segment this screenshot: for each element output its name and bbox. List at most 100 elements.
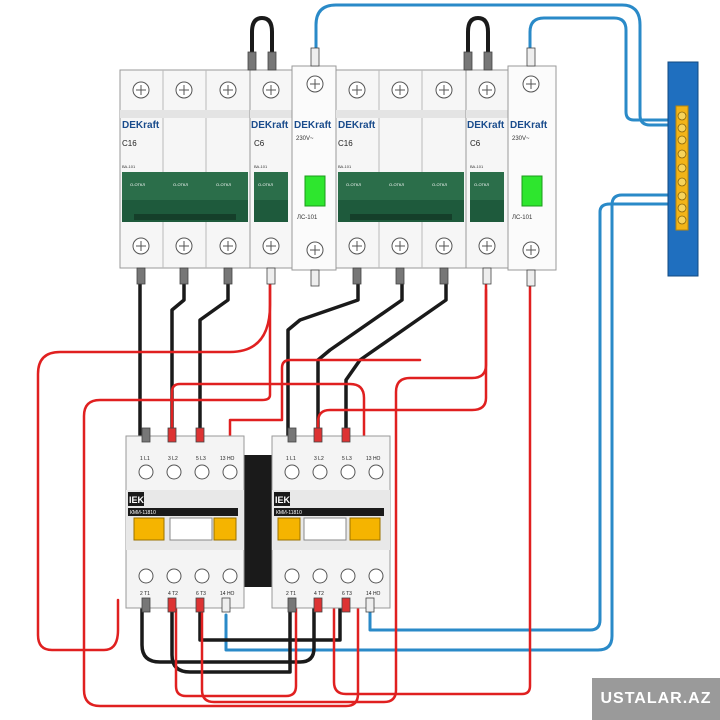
- indicator-voltage: 230V~: [296, 136, 314, 142]
- ctrl-wire-right: [332, 278, 532, 696]
- iek-logo-bg: [128, 492, 144, 506]
- indicator-brand: DEKraft: [510, 120, 548, 131]
- switch-label: О-ОТКЛ: [474, 182, 489, 187]
- indicator-brand: DEKraft: [294, 120, 332, 131]
- contactor-ferrules: [141, 427, 375, 613]
- breaker-3p-2[interactable]: DEKraft C16 ВА-101 О-ОТКЛ О-ОТКЛ О-ОТКЛ: [335, 69, 467, 269]
- power-wire-l1-k2: [286, 278, 360, 442]
- iek-logo-bg: [274, 492, 290, 506]
- terminal-label: 14 НО: [366, 591, 381, 597]
- terminal-label: 5 L3: [196, 456, 206, 462]
- wires: [36, 3, 684, 708]
- power-wire-l3-k1: [198, 278, 230, 442]
- breaker-model: ВА-101: [122, 164, 136, 169]
- breaker-3p-1[interactable]: DEKraft C16 ВА-101 О-ОТКЛ О-ОТКЛ О-ОТКЛ: [119, 69, 251, 269]
- breaker-rating: C16: [338, 139, 353, 148]
- crossover-2: [170, 598, 292, 674]
- contactor-yellow-right: [213, 517, 237, 541]
- terminal-label: 2 T1: [286, 591, 296, 597]
- contactor-brand: IEK: [275, 495, 291, 505]
- contactor-window: [169, 517, 213, 541]
- ferrules: [136, 47, 536, 287]
- ctrl-wire-bottom-loop: [82, 278, 360, 708]
- terminal-label: 3 L2: [314, 456, 324, 462]
- switch-label: О-ОТКЛ: [389, 182, 404, 187]
- terminal-label: 4 T2: [314, 591, 324, 597]
- contactor-window: [303, 517, 347, 541]
- terminal-label: 13 НО: [366, 456, 381, 462]
- contactor-yellow-left: [277, 517, 301, 541]
- terminal-label: 1 L1: [140, 456, 150, 462]
- contactor-top-labels: 1 L1 3 L2 5 L3 13 НО: [140, 456, 235, 462]
- green-lamp: [521, 175, 543, 207]
- indicator-lamp-1: DEKraft 230V~ ЛС-101: [291, 65, 337, 271]
- breaker-model: ВА-101: [338, 164, 352, 169]
- neutral-wire-top-right: [528, 16, 684, 128]
- switch-label: О-ОТКЛ: [346, 182, 361, 187]
- terminal-label: 13 НО: [220, 456, 235, 462]
- contactor-1[interactable]: 1 L1 3 L2 5 L3 13 НО IEK КМИ-11810 2 T1 …: [125, 435, 245, 609]
- crossover-1: [140, 598, 316, 664]
- ctrl-wire-mid-2: [316, 288, 488, 442]
- terminal-label: 4 T2: [168, 591, 178, 597]
- indicator-model: ЛС-101: [297, 215, 318, 221]
- switch-label: О-ОТКЛ: [130, 182, 145, 187]
- breaker-1p-1[interactable]: DEKraft C6 ВА-101 О-ОТКЛ: [249, 69, 293, 269]
- indicator-voltage: 230V~: [512, 136, 530, 142]
- terminal-screws: [132, 75, 540, 259]
- contactor-bottom-labels: 2 T1 4 T2 6 T3 14 НО: [286, 591, 381, 597]
- neutral-wire-bottom-2: [368, 202, 684, 632]
- neutral-wire-top-left: [314, 3, 684, 127]
- breaker-brand: DEKraft: [467, 120, 505, 131]
- terminal-label: 2 T1: [140, 591, 150, 597]
- ctrl-wire-loop-k1: [174, 598, 298, 698]
- ctrl-wire-k2-coil: [228, 358, 422, 442]
- indicator-lamp-2: DEKraft 230V~ ЛС-101: [507, 65, 557, 271]
- bus-screws: [677, 111, 687, 225]
- contactor-top-labels: 1 L1 3 L2 5 L3 13 НО: [286, 456, 381, 462]
- breaker-brand: DEKraft: [338, 120, 376, 131]
- breaker-rating: C6: [254, 139, 265, 148]
- breaker-rating: C6: [470, 139, 481, 148]
- neutral-wires: [224, 3, 684, 652]
- contactor-yellow-right: [349, 517, 381, 541]
- breaker-model: ВА-101: [470, 164, 484, 169]
- terminal-label: 3 L2: [168, 456, 178, 462]
- green-lamp: [304, 175, 326, 207]
- switch-label: О-ОТКЛ: [432, 182, 447, 187]
- indicator-model: ЛС-101: [512, 215, 533, 221]
- switch-label: О-ОТКЛ: [258, 182, 273, 187]
- contactor-model: КМИ-11810: [130, 510, 156, 516]
- jumper-loop-2: [466, 16, 490, 72]
- contactor-bottom-labels: 2 T1 4 T2 6 T3 14 НО: [140, 591, 235, 597]
- breaker-brand: DEKraft: [122, 120, 160, 131]
- watermark: USTALAR.AZ: [592, 678, 720, 720]
- terminal-label: 14 НО: [220, 591, 235, 597]
- crossover-3: [198, 598, 342, 642]
- power-wires: [138, 278, 448, 674]
- contactor-2[interactable]: 1 L1 3 L2 5 L3 13 НО IEK КМИ-11810 2 T1 …: [271, 435, 391, 609]
- black-jumpers-top: [250, 16, 490, 72]
- terminal-label: 6 T3: [196, 591, 206, 597]
- breaker-rating: C16: [122, 139, 137, 148]
- breaker-1p-2[interactable]: DEKraft C6 ВА-101 О-ОТКЛ: [465, 69, 509, 269]
- jumper-loop-1: [250, 16, 274, 72]
- terminal-label: 1 L1: [286, 456, 296, 462]
- power-wire-l2-k1: [170, 278, 186, 442]
- mechanical-interlock: [242, 455, 274, 587]
- din-rail-modules: DEKraft C16 ВА-101 О-ОТКЛ О-ОТКЛ О-ОТКЛ …: [119, 47, 557, 287]
- contactor-yellow-left: [133, 517, 165, 541]
- switch-label: О-ОТКЛ: [216, 182, 231, 187]
- breaker-model: ВА-101: [254, 164, 268, 169]
- screw-bottom-row: [132, 237, 540, 259]
- terminal-label: 6 T3: [342, 591, 352, 597]
- neutral-bus-bar: [667, 61, 699, 277]
- ctrl-wire-outer-left: [36, 278, 272, 652]
- contactor-model: КМИ-11810: [276, 510, 302, 516]
- screw-slots: [136, 79, 536, 255]
- ctrl-wire-k1-coil: [170, 382, 366, 442]
- contactors: 1 L1 3 L2 5 L3 13 НО IEK КМИ-11810 2 T1 …: [125, 427, 391, 613]
- terminal-label: 5 L3: [342, 456, 352, 462]
- control-wires: [36, 278, 532, 708]
